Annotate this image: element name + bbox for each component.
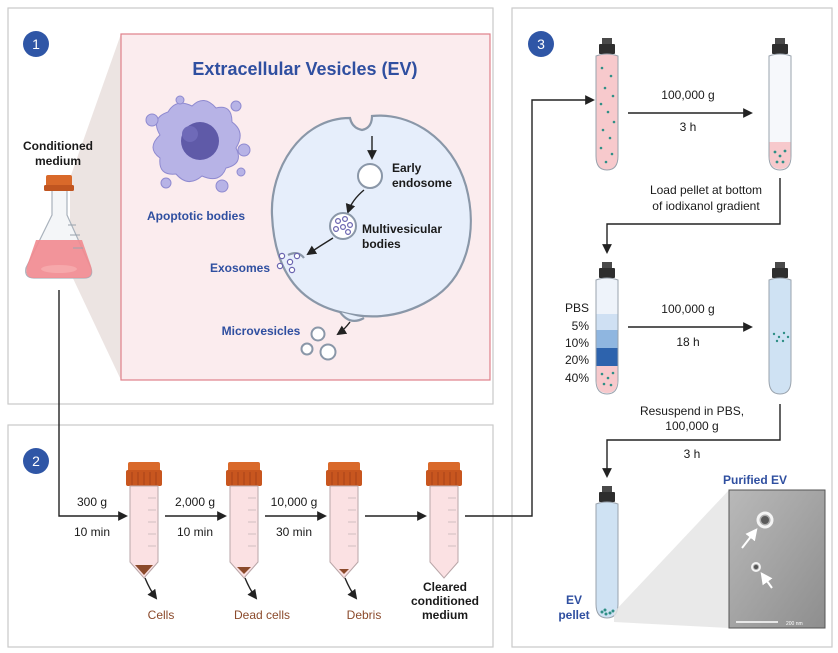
zoom-wedge (70, 34, 121, 380)
early-endosome-icon (357, 163, 383, 189)
product-debris: Debris (347, 608, 382, 622)
layer-40: 40% (565, 371, 589, 385)
flask-label-line2: medium (35, 154, 81, 168)
layer-20: 20% (565, 353, 589, 367)
uc-tube-5 (595, 486, 619, 619)
pellet-arrow-3 (344, 577, 358, 600)
flask-label-line1: Conditioned (23, 139, 93, 153)
step1-speed: 300 g (77, 495, 107, 509)
uc-tube-3-gradient (595, 262, 619, 395)
badge-1: 1 (23, 31, 49, 57)
early-endosome-label-1: Early (392, 161, 422, 175)
ev-pellet-label-2: pellet (558, 608, 589, 622)
badge-2: 2 (23, 448, 49, 474)
tem-image: 200 nm (728, 489, 826, 629)
pellet-arrow-1 (144, 577, 158, 600)
microvesicles-label: Microvesicles (222, 324, 301, 338)
arrow-to-panel3 (465, 95, 595, 517)
step3-time: 30 min (276, 525, 312, 539)
spin3-time: 3 h (684, 447, 701, 461)
mvb-label-1: Multivesicular (362, 222, 442, 236)
microvesicles-icon (300, 326, 337, 361)
exosomes-label: Exosomes (210, 261, 270, 275)
layer-pbs: PBS (565, 301, 589, 315)
ev-title: Extracellular Vesicles (EV) (192, 59, 417, 79)
microvesicle-arrow (336, 321, 351, 336)
cleared-label-2: conditioned (411, 594, 479, 608)
early-endosome-label-2: endosome (392, 176, 452, 190)
apoptotic-body-icon (145, 95, 251, 193)
svg-text:3: 3 (537, 36, 545, 52)
spin1-time: 3 h (680, 120, 697, 134)
step3-speed: 10,000 g (271, 495, 318, 509)
product-cells: Cells (148, 608, 175, 622)
svg-text:1: 1 (32, 36, 40, 52)
ev-pellet-label-1: EV (566, 593, 582, 607)
maturation-arrow (345, 189, 365, 214)
falcon-tube-4 (426, 462, 462, 579)
uc-tube-2 (768, 38, 792, 171)
badge-3: 3 (528, 31, 554, 57)
multivesicular-body-icon (329, 212, 357, 240)
step2-speed: 2,000 g (175, 495, 215, 509)
resuspend-label-1: Resuspend in PBS, (640, 404, 744, 418)
mvb-label-2: bodies (362, 237, 401, 251)
exosomes-icon (276, 252, 301, 274)
falcon-tube-2 (226, 462, 262, 579)
spin1-speed: 100,000 g (661, 88, 714, 102)
tem-scale-label: 200 nm (786, 621, 803, 627)
uc-tube-1 (595, 38, 619, 171)
layer-10: 10% (565, 336, 589, 350)
cleared-label-3: medium (422, 608, 468, 622)
flask-to-tube-line (58, 290, 128, 521)
layer-5: 5% (572, 319, 590, 333)
step1-time: 10 min (74, 525, 110, 539)
product-dead-cells: Dead cells (234, 608, 290, 622)
tem-zoom-wedge (614, 490, 729, 628)
cleared-label-1: Cleared (423, 580, 467, 594)
falcon-tube-1 (126, 462, 162, 579)
fusion-arrow (306, 237, 334, 256)
load-label-1: Load pellet at bottom (650, 183, 762, 197)
falcon-tube-3 (326, 462, 362, 579)
purified-ev-label: Purified EV (723, 473, 787, 487)
load-arrow (602, 178, 781, 254)
flask-icon (25, 175, 93, 279)
resuspend-arrow (602, 404, 781, 478)
spin2-time: 18 h (676, 335, 699, 349)
uc-tube-4 (768, 262, 792, 395)
svg-text:2: 2 (32, 453, 40, 469)
spin2-speed: 100,000 g (661, 302, 714, 316)
load-label-2: of iodixanol gradient (652, 199, 760, 213)
cell-icon (270, 114, 472, 323)
step2-time: 10 min (177, 525, 213, 539)
pellet-arrow-2 (244, 577, 258, 600)
resuspend-label-2: 100,000 g (665, 419, 718, 433)
apoptotic-label: Apoptotic bodies (147, 209, 245, 223)
